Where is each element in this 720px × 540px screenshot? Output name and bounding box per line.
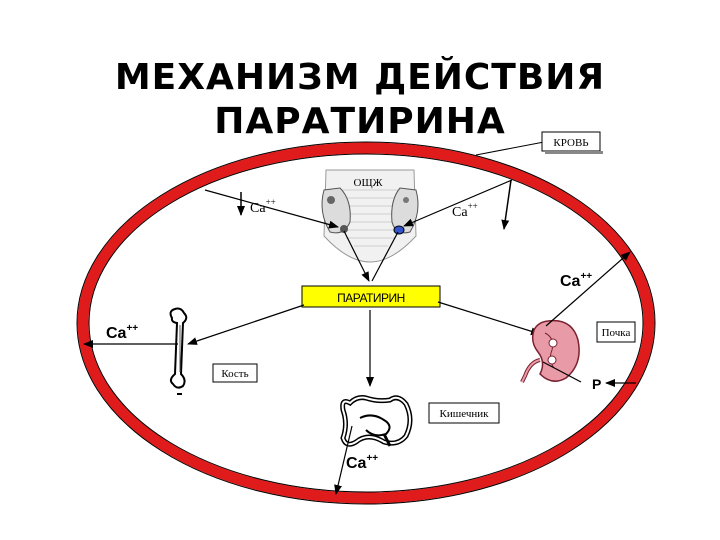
thyroid-illustration: ОЩЖ: [321, 169, 419, 263]
bone-label-box: [212, 363, 258, 383]
title-line-2: ПАРАТИРИНА: [214, 101, 506, 142]
intestine-label: Кишечник: [440, 408, 490, 420]
kidney-label-box: [596, 321, 636, 343]
ca-label-top-left: Ca++: [250, 197, 276, 216]
phosphate-label: P: [592, 376, 601, 392]
ca-label-kidney: Ca++: [560, 271, 592, 290]
title-line-1: МЕХАНИЗМ ДЕЙСТВИЯ: [114, 57, 606, 98]
bone-label: Кость: [221, 368, 248, 380]
bone-illustration: [169, 307, 188, 395]
blood-label: КРОВЬ: [553, 137, 588, 149]
ca-label-bone: Ca++: [106, 323, 138, 342]
ca-label-intestine: Ca++: [346, 453, 378, 472]
kidney-label: Почка: [602, 327, 631, 339]
blood-ellipse: [77, 142, 655, 504]
intestine-illustration: [340, 395, 413, 447]
intestine-label-box: [428, 402, 500, 424]
ca-label-top-right: Ca++: [452, 201, 478, 220]
slide-title: МЕХАНИЗМ ДЕЙСТВИЯ ПАРАТИРИНА: [0, 56, 720, 144]
kidney-illustration: [520, 319, 580, 383]
parathyrin-label: ПАРАТИРИН: [337, 291, 405, 305]
thyroid-label: ОЩЖ: [354, 177, 383, 189]
parathyrin-box: [301, 285, 441, 308]
